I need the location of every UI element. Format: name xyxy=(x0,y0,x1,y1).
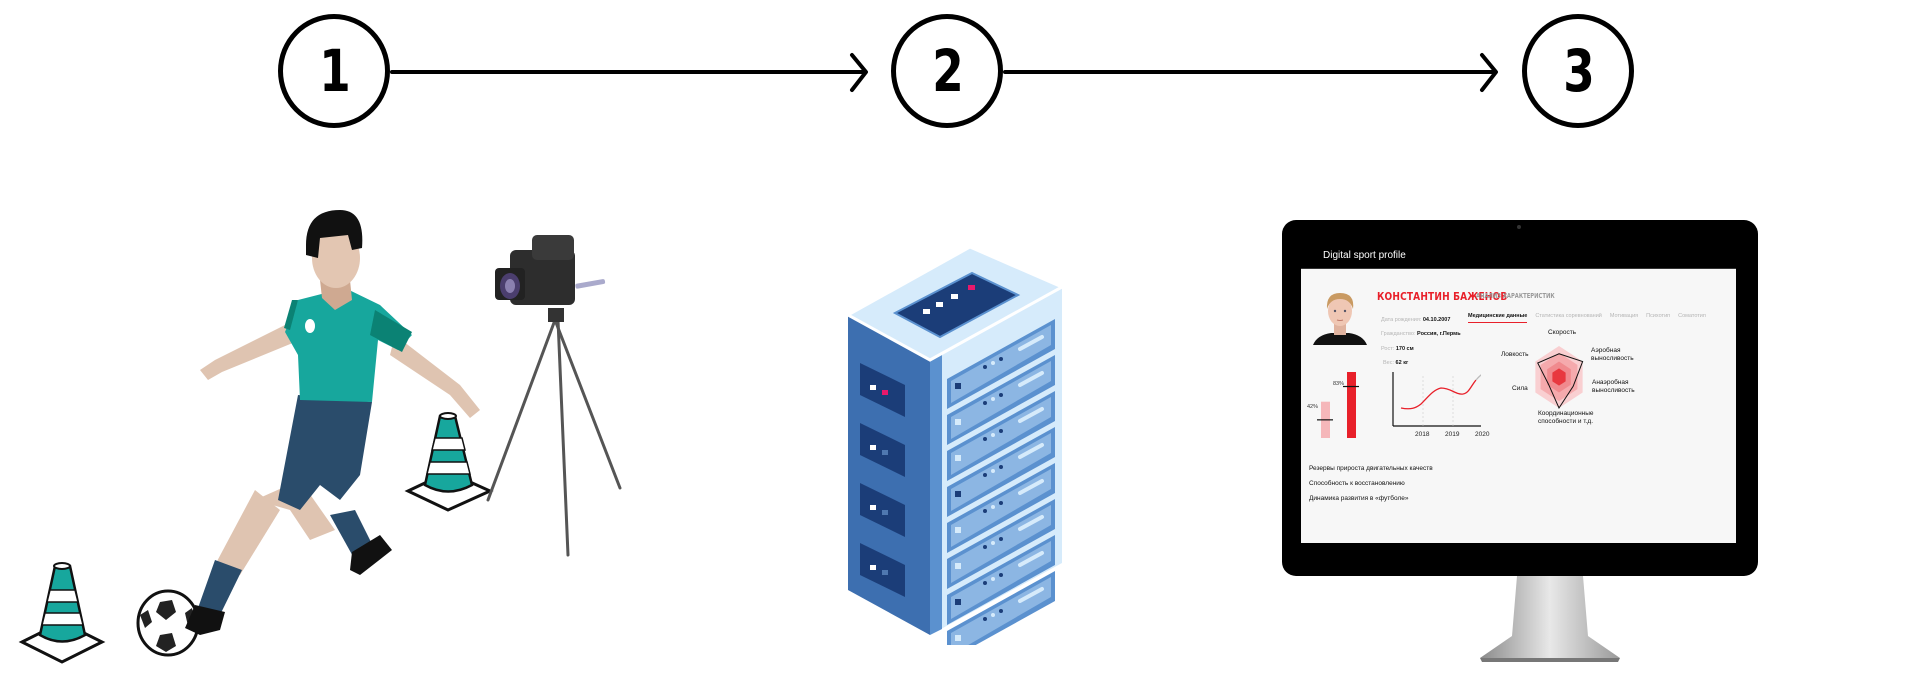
trend-line-forecast xyxy=(1475,374,1481,381)
trend-x-label: 2019 xyxy=(1445,431,1460,438)
trend-x-label: 2020 xyxy=(1475,431,1490,438)
video-camera-tripod xyxy=(486,235,622,557)
rack-unit xyxy=(947,571,1055,645)
profile-tabs: Медицинские данные Статистика соревнован… xyxy=(1468,313,1706,323)
tab-medical-data[interactable]: Медицинские данные xyxy=(1468,313,1528,323)
football-player xyxy=(185,210,480,635)
rack-unit xyxy=(947,319,1055,409)
step-3-number: 3 xyxy=(1563,37,1594,105)
training-cone-left xyxy=(18,562,106,664)
arrow-2-to-3 xyxy=(1003,53,1498,92)
app-header: Digital sport profile xyxy=(1301,243,1736,269)
radar-athlete-polygon xyxy=(1537,353,1584,410)
rack-unit xyxy=(947,355,1055,445)
info-birthdate: Дата рождения: 04.10.2007 xyxy=(1381,317,1450,323)
info-height: Рост: 170 см xyxy=(1381,346,1414,352)
info-label: Гражданство: xyxy=(1381,331,1416,337)
app-title: Digital sport profile xyxy=(1323,250,1406,261)
rack-unit xyxy=(947,535,1055,625)
radar-label-speed: Скорость xyxy=(1548,329,1577,336)
status-led xyxy=(921,259,928,269)
info-label: Дата рождения: xyxy=(1381,317,1422,323)
radar-label-line: выносливость xyxy=(1591,355,1634,362)
tab-competition-stats[interactable]: Статистика соревнований xyxy=(1535,313,1602,319)
radar-label-strength: Сила xyxy=(1512,385,1528,392)
step-2-number: 2 xyxy=(932,37,963,105)
top-status-leds xyxy=(923,285,975,314)
link-football-dynamics[interactable]: Динамика развития в «футболе» xyxy=(1309,495,1409,502)
bar-label-2: 83% xyxy=(1333,381,1345,387)
info-citizenship: Гражданство: Россия, г.Пермь xyxy=(1381,331,1461,337)
rack-unit xyxy=(947,427,1055,517)
rack-unit xyxy=(947,391,1055,481)
trend-x-label: 2018 xyxy=(1415,431,1430,438)
digital-sport-profile-screen: Digital sport profile КОНСТАНТИН БАЖЕНОВ… xyxy=(1301,243,1736,543)
radar-label-coordination: Координационные способности и т.д. xyxy=(1538,410,1594,426)
rack-units xyxy=(947,319,1055,645)
info-label: Вес: xyxy=(1383,360,1395,366)
step-2-circle: 2 xyxy=(891,14,1003,128)
monitor-stand xyxy=(1480,576,1620,662)
rack-unit xyxy=(947,463,1055,553)
link-recovery[interactable]: Способность к восстановлению xyxy=(1309,480,1405,487)
arrow-1-to-2 xyxy=(390,53,868,92)
radar-label-line: способности и т.д. xyxy=(1538,418,1594,425)
radar-label-anaerobic: Анаэробная выносливость xyxy=(1592,379,1635,395)
step-3-circle: 3 xyxy=(1522,14,1634,128)
monitor-webcam xyxy=(1517,225,1521,229)
radar-label-aerobic: Аэробная выносливость xyxy=(1591,347,1634,363)
radar-label-line: Анаэробная xyxy=(1592,379,1629,386)
radar-ring xyxy=(1552,368,1566,386)
step-1-circle: 1 xyxy=(278,14,390,128)
progress-charts xyxy=(1317,372,1481,438)
athlete-photo xyxy=(1313,287,1367,345)
info-weight: Вес: 62 кг xyxy=(1383,360,1408,366)
info-value: 04.10.2007 xyxy=(1422,317,1451,323)
info-value: Россия, г.Пермь xyxy=(1417,331,1461,337)
info-label: Рост: xyxy=(1381,346,1395,352)
trend-line-actual xyxy=(1400,379,1477,410)
left-drive-bays xyxy=(860,363,905,597)
rack-unit xyxy=(947,499,1055,589)
training-cone-right xyxy=(404,412,494,512)
server-rack-illustration xyxy=(844,245,1066,645)
progress-bar xyxy=(1347,372,1356,438)
section-title: АНАЛИЗ ХАРАКТЕРИСТИК xyxy=(1476,292,1555,300)
radar-chart xyxy=(1535,346,1584,410)
soccer-ball xyxy=(136,589,200,657)
player-scene xyxy=(18,210,622,664)
tab-psychotype[interactable]: Психотип xyxy=(1646,313,1671,319)
step-1-number: 1 xyxy=(319,37,350,105)
info-value: 62 кг xyxy=(1395,360,1409,366)
athlete-name: КОНСТАНТИН БАЖЕНОВ xyxy=(1377,290,1508,303)
radar-label-line: выносливость xyxy=(1592,387,1635,394)
tab-motivation[interactable]: Мотивация xyxy=(1609,313,1639,319)
radar-label-line: Аэробная xyxy=(1591,347,1621,354)
bar-label-1: 42% xyxy=(1307,404,1319,410)
tab-somatotype[interactable]: Соматотип xyxy=(1678,313,1706,319)
flow-arrows xyxy=(390,53,1498,92)
radar-label-line: Координационные xyxy=(1538,410,1594,417)
radar-label-agility: Ловкость xyxy=(1501,351,1529,358)
link-motor-reserves[interactable]: Резервы прироста двигательных качеств xyxy=(1309,465,1433,472)
info-value: 170 см xyxy=(1395,346,1414,352)
